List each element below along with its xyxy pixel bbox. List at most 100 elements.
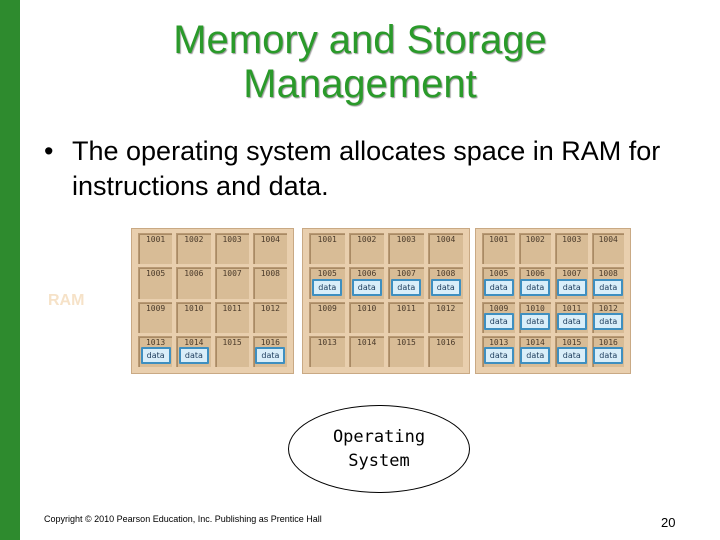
memory-address: 1005 (310, 269, 345, 278)
memory-address: 1003 (556, 235, 588, 244)
memory-address: 1008 (593, 269, 625, 278)
memory-address: 1016 (254, 338, 287, 347)
memory-address: 1013 (139, 338, 172, 347)
memory-address: 1006 (350, 269, 385, 278)
data-chip: data (593, 313, 623, 330)
memory-cell: 1013 (309, 336, 345, 367)
bullet-point: • The operating system allocates space i… (44, 134, 684, 204)
memory-address: 1001 (310, 235, 345, 244)
memory-cell: 1011 (388, 302, 424, 333)
data-chip: data (557, 279, 587, 296)
memory-address: 1015 (389, 338, 424, 347)
memory-address: 1006 (177, 269, 210, 278)
accent-bar (0, 0, 20, 540)
memory-address: 1002 (520, 235, 552, 244)
copyright-notice: Copyright © 2010 Pearson Education, Inc.… (44, 514, 322, 524)
os-label-line-2: System (348, 449, 409, 473)
data-chip: data (141, 347, 171, 364)
memory-address: 1003 (216, 235, 249, 244)
memory-address: 1004 (254, 235, 287, 244)
memory-cell: 1004 (253, 233, 287, 264)
memory-cell: 1003 (388, 233, 424, 264)
memory-cell: 1003 (215, 233, 249, 264)
memory-address: 1001 (139, 235, 172, 244)
memory-address: 1010 (177, 304, 210, 313)
memory-address: 1004 (593, 235, 625, 244)
memory-address: 1003 (389, 235, 424, 244)
data-chip: data (557, 347, 587, 364)
memory-cell: 1012 (253, 302, 287, 333)
memory-cell: 1002 (349, 233, 385, 264)
data-chip: data (557, 313, 587, 330)
memory-address: 1014 (520, 338, 552, 347)
memory-address: 1001 (483, 235, 515, 244)
data-chip: data (520, 313, 550, 330)
data-chip: data (484, 279, 514, 296)
slide-title: Memory and Storage Management (20, 18, 700, 106)
memory-address: 1007 (389, 269, 424, 278)
memory-address: 1002 (177, 235, 210, 244)
bullet-marker: • (44, 134, 53, 169)
memory-address: 1014 (350, 338, 385, 347)
memory-cell: 1002 (176, 233, 210, 264)
memory-address: 1009 (483, 304, 515, 313)
memory-address: 1013 (483, 338, 515, 347)
memory-address: 1006 (520, 269, 552, 278)
data-chip: data (593, 279, 623, 296)
memory-address: 1016 (593, 338, 625, 347)
os-label-line-1: Operating (333, 425, 425, 449)
data-chip: data (352, 279, 382, 296)
memory-address: 1010 (350, 304, 385, 313)
memory-address: 1016 (429, 338, 464, 347)
memory-address: 1014 (177, 338, 210, 347)
memory-cell: 1014 (349, 336, 385, 367)
memory-address: 1008 (429, 269, 464, 278)
memory-address: 1011 (556, 304, 588, 313)
memory-cell: 1015 (215, 336, 249, 367)
memory-cell: 1003 (555, 233, 588, 264)
page-number: 20 (661, 515, 675, 530)
memory-cell: 1009 (309, 302, 345, 333)
memory-address: 1012 (254, 304, 287, 313)
data-chip: data (520, 279, 550, 296)
memory-address: 1015 (216, 338, 249, 347)
memory-address: 1013 (310, 338, 345, 347)
memory-address: 1009 (310, 304, 345, 313)
memory-address: 1002 (350, 235, 385, 244)
memory-cell: 1011 (215, 302, 249, 333)
memory-cell: 1001 (309, 233, 345, 264)
memory-address: 1009 (139, 304, 172, 313)
data-chip: data (255, 347, 285, 364)
memory-address: 1011 (216, 304, 249, 313)
memory-cell: 1016 (428, 336, 464, 367)
memory-address: 1004 (429, 235, 464, 244)
bullet-text: The operating system allocates space in … (44, 134, 684, 204)
memory-cell: 1004 (428, 233, 464, 264)
data-chip: data (484, 313, 514, 330)
ram-label: RAM (48, 292, 84, 310)
memory-cell: 1006 (176, 267, 210, 298)
data-chip: data (179, 347, 209, 364)
memory-cell: 1010 (176, 302, 210, 333)
memory-address: 1011 (389, 304, 424, 313)
memory-cell: 1010 (349, 302, 385, 333)
data-chip: data (431, 279, 461, 296)
memory-address: 1012 (429, 304, 464, 313)
memory-cell: 1004 (592, 233, 625, 264)
memory-address: 1005 (139, 269, 172, 278)
memory-cell: 1001 (482, 233, 515, 264)
